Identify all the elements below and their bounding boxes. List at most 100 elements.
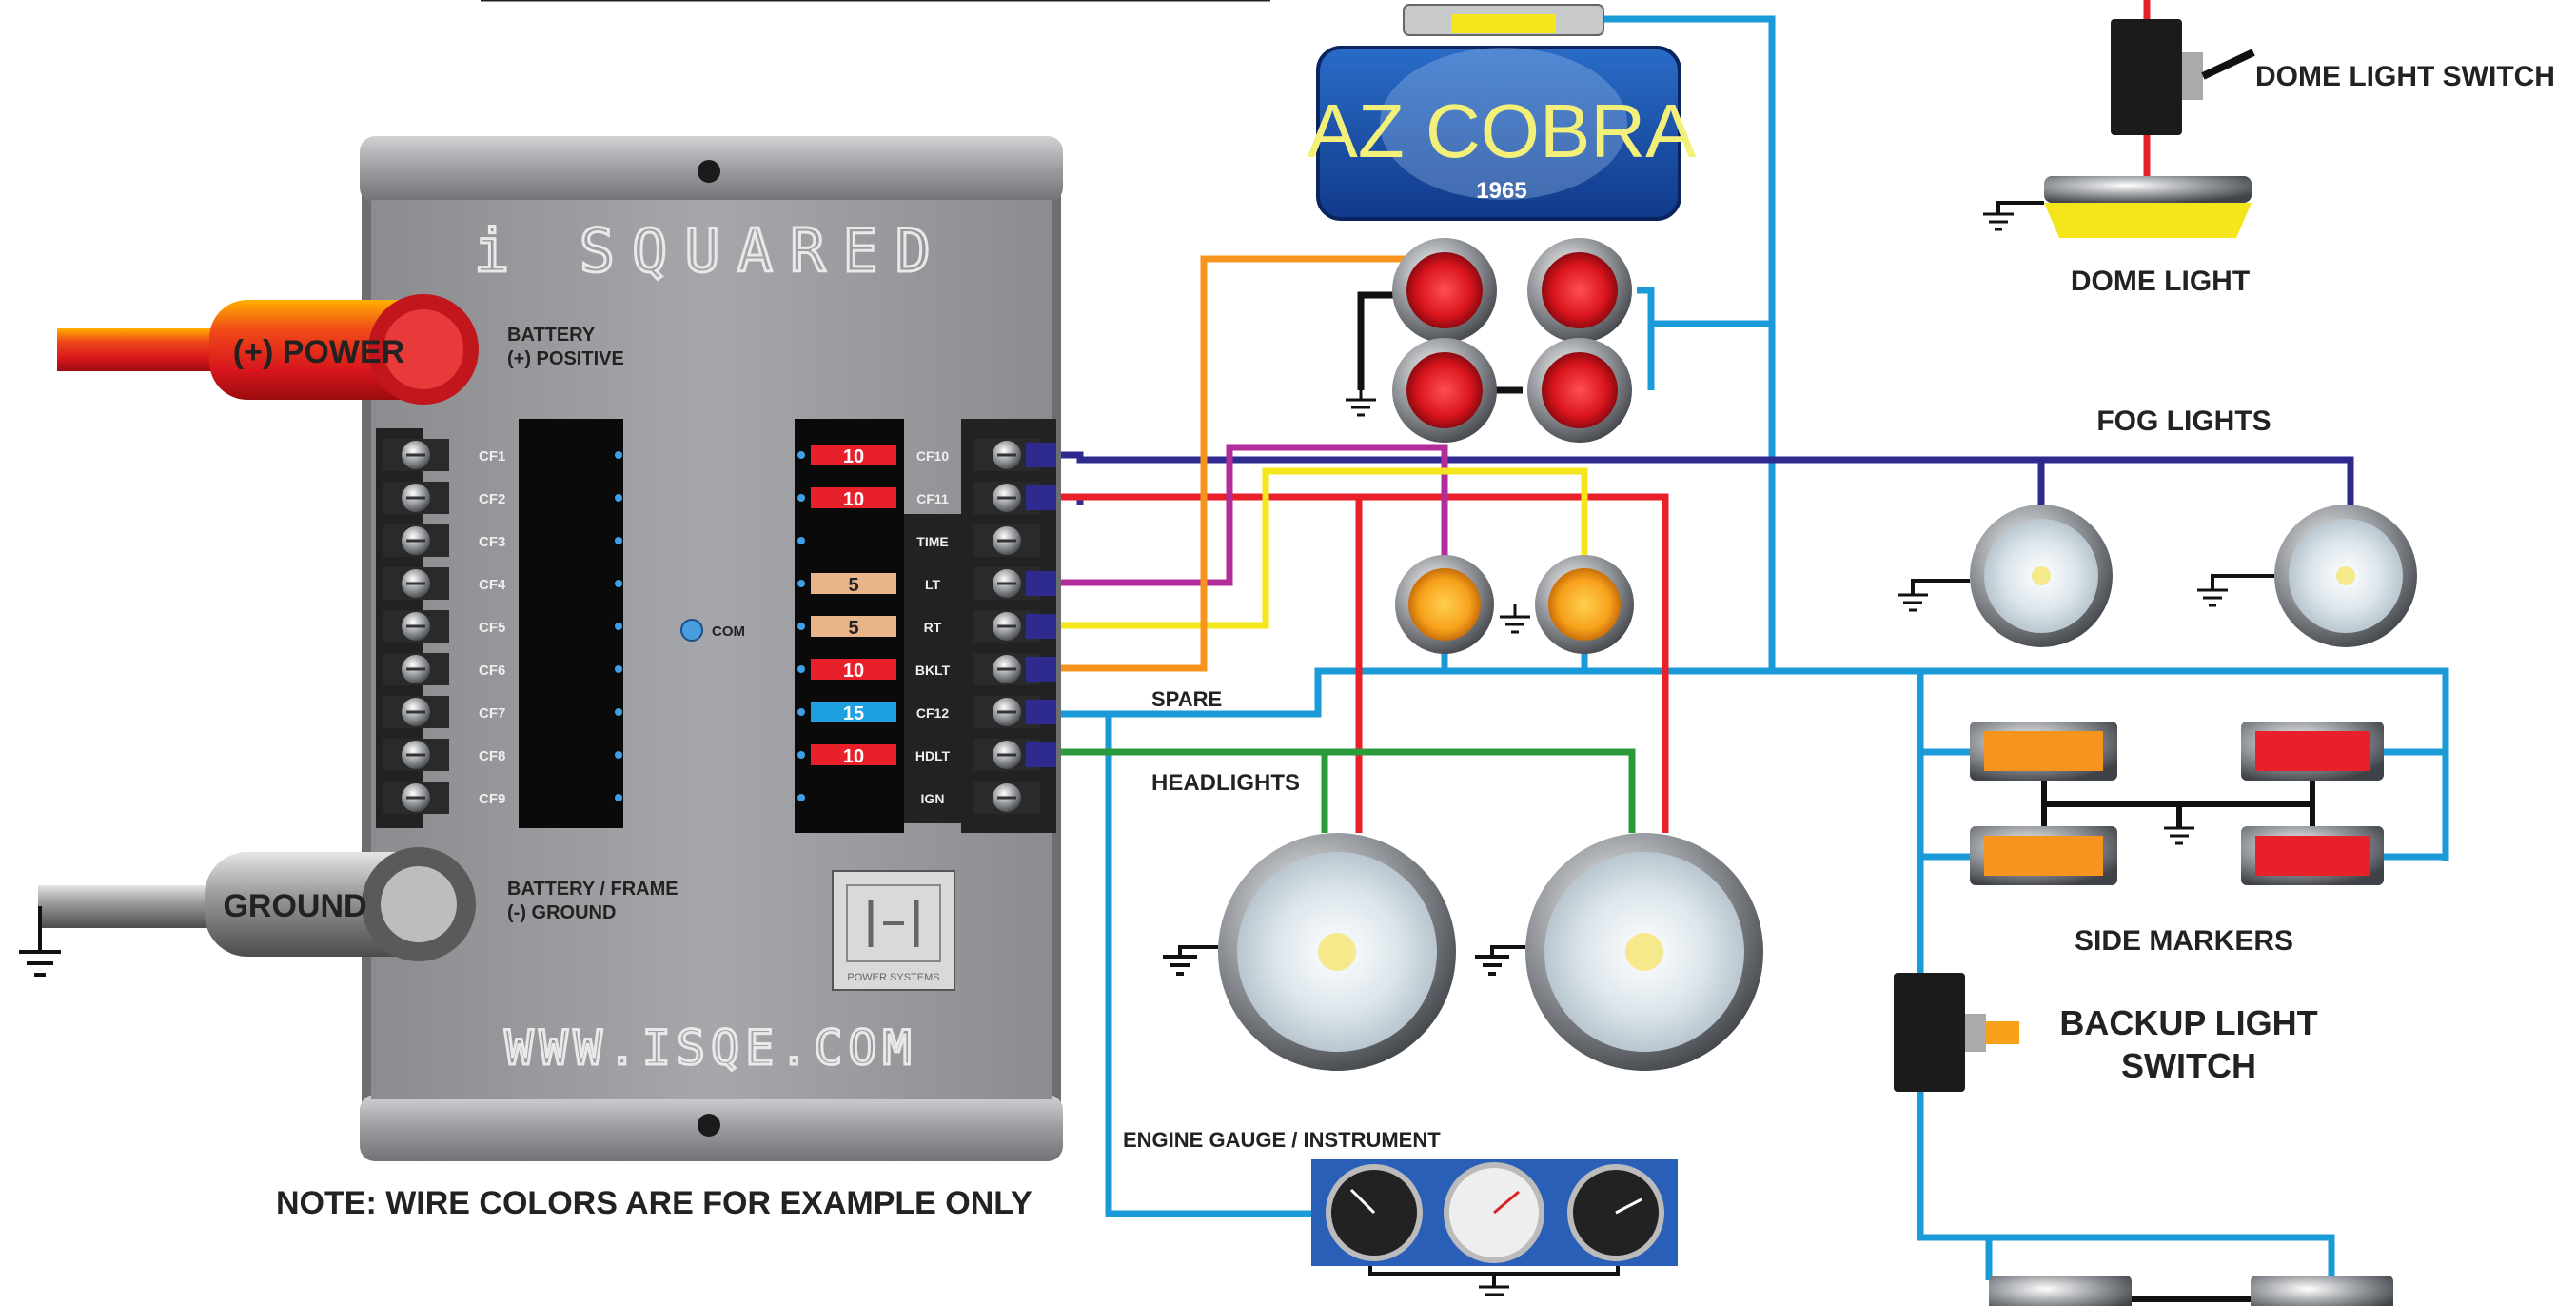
fuse-slot[interactable]: 10 BKLT (797, 653, 1056, 685)
left-terminals (383, 439, 449, 814)
indicator-led (797, 708, 805, 716)
tail-lights (1346, 238, 1632, 443)
gauge-cluster (1311, 1159, 1678, 1296)
left-terminal[interactable] (383, 739, 449, 771)
left-circuit-label: CF3 (479, 534, 505, 550)
headlights (1163, 833, 1763, 1071)
wires (1056, 0, 2449, 1280)
right-circuit-label: BKLT (915, 663, 951, 678)
indicator-led (615, 708, 622, 716)
badge-title: AZ COBRA (1308, 89, 1698, 173)
fuse[interactable] (811, 744, 896, 765)
right-circuit-label: LT (925, 577, 941, 592)
right-circuit-label: IGN (921, 791, 945, 806)
wire-blue-turnsignal-feed (1637, 287, 1772, 390)
side-markers-label: SIDE MARKERS (2075, 925, 2293, 957)
turn-signal-lamps (1395, 555, 1634, 654)
left-terminal[interactable] (383, 782, 449, 814)
fuse[interactable] (811, 445, 896, 465)
ground-cable-label: GROUND (223, 888, 366, 924)
ground-desc-line2: (-) GROUND (507, 902, 616, 923)
com-led (680, 619, 703, 642)
tail-lamp (1527, 238, 1632, 343)
turn-lamp-right (1548, 568, 1621, 641)
logo-text: POWER SYSTEMS (847, 972, 939, 983)
wire-blue-gauges (1056, 710, 1311, 1217)
mount-hole-top (698, 160, 720, 183)
fuse[interactable] (811, 487, 896, 508)
fuse-rating: 15 (843, 703, 864, 724)
indicator-led (797, 451, 805, 459)
left-circuit-label: CF7 (479, 705, 505, 722)
wire-red-headlights (1056, 493, 1669, 833)
left-relay-block (519, 419, 623, 828)
fuse-slot[interactable]: TIME (797, 524, 1040, 557)
indicator-led (797, 751, 805, 759)
wire-green-hdlt (1056, 748, 1636, 833)
fuse-rating: 10 (843, 489, 864, 510)
mount-hole-bottom (698, 1114, 720, 1137)
indicator-led (615, 537, 622, 544)
fuse[interactable] (811, 616, 896, 637)
fuse-rating: 5 (848, 618, 858, 639)
tail-lamp (1392, 338, 1497, 443)
indicator-led (615, 794, 622, 801)
ground-symbol-tail (1346, 390, 1376, 417)
indicator-led (797, 623, 805, 630)
wire-navy-fog (1056, 451, 2354, 505)
indicator-led (615, 623, 622, 630)
backup-light-switch[interactable] (1894, 973, 2019, 1092)
fuse[interactable] (811, 702, 896, 722)
left-terminal[interactable] (383, 567, 449, 600)
indicator-led (797, 794, 805, 801)
backup-lamps (1989, 1276, 2393, 1306)
left-terminal[interactable] (383, 482, 449, 514)
right-label-strip (904, 514, 961, 823)
fuse[interactable] (811, 573, 896, 594)
az-cobra-badge: AZ COBRA 1965 (1308, 4, 1698, 221)
wire-yellow-rt (1056, 467, 1588, 629)
faint-label-gauges: ENGINE GAUGE / INSTRUMENT (1123, 1128, 1441, 1152)
indicator-led (615, 451, 622, 459)
left-terminal[interactable] (383, 696, 449, 728)
left-terminal[interactable] (383, 653, 449, 685)
left-terminal[interactable] (383, 610, 449, 643)
fuse-slot[interactable]: IGN (797, 782, 1040, 814)
indicator-led (615, 665, 622, 673)
ground-symbol-turn (1500, 604, 1530, 634)
ground-cable[interactable]: GROUND (38, 847, 476, 961)
left-circuit-label: CF4 (479, 577, 506, 593)
power-cable-label: (+) POWER (233, 334, 404, 370)
power-cable[interactable]: (+) POWER (57, 294, 479, 405)
turn-lamp-left (1408, 568, 1481, 641)
fog-light-left (1898, 505, 2113, 647)
backup-switch-label-line2: SWITCH (2121, 1046, 2256, 1085)
note-text: NOTE: WIRE COLORS ARE FOR EXAMPLE ONLY (276, 1185, 1032, 1221)
faint-label-headlights: HEADLIGHTS (1151, 770, 1300, 796)
left-terminal[interactable] (383, 439, 449, 471)
wire-blue-marker-taps (1920, 748, 2446, 861)
brand-website: WWW.ISQE.COM (504, 1020, 916, 1076)
com-label: COM (712, 623, 745, 640)
power-desc-line1: BATTERY (507, 325, 596, 346)
left-terminal[interactable] (383, 524, 449, 557)
indicator-led (797, 494, 805, 502)
tail-lamp (1392, 238, 1497, 343)
wire-orange-bklt (1056, 255, 1410, 672)
fuse-rating: 10 (843, 661, 864, 682)
fog-lights (1898, 505, 2417, 647)
fuse[interactable] (811, 659, 896, 680)
fuse-rating: 10 (843, 746, 864, 767)
dome-light-switch[interactable] (2111, 19, 2255, 135)
dome-light-label: DOME LIGHT (2071, 266, 2250, 297)
brand-name: i SQUARED (474, 216, 948, 286)
indicator-led (797, 580, 805, 587)
